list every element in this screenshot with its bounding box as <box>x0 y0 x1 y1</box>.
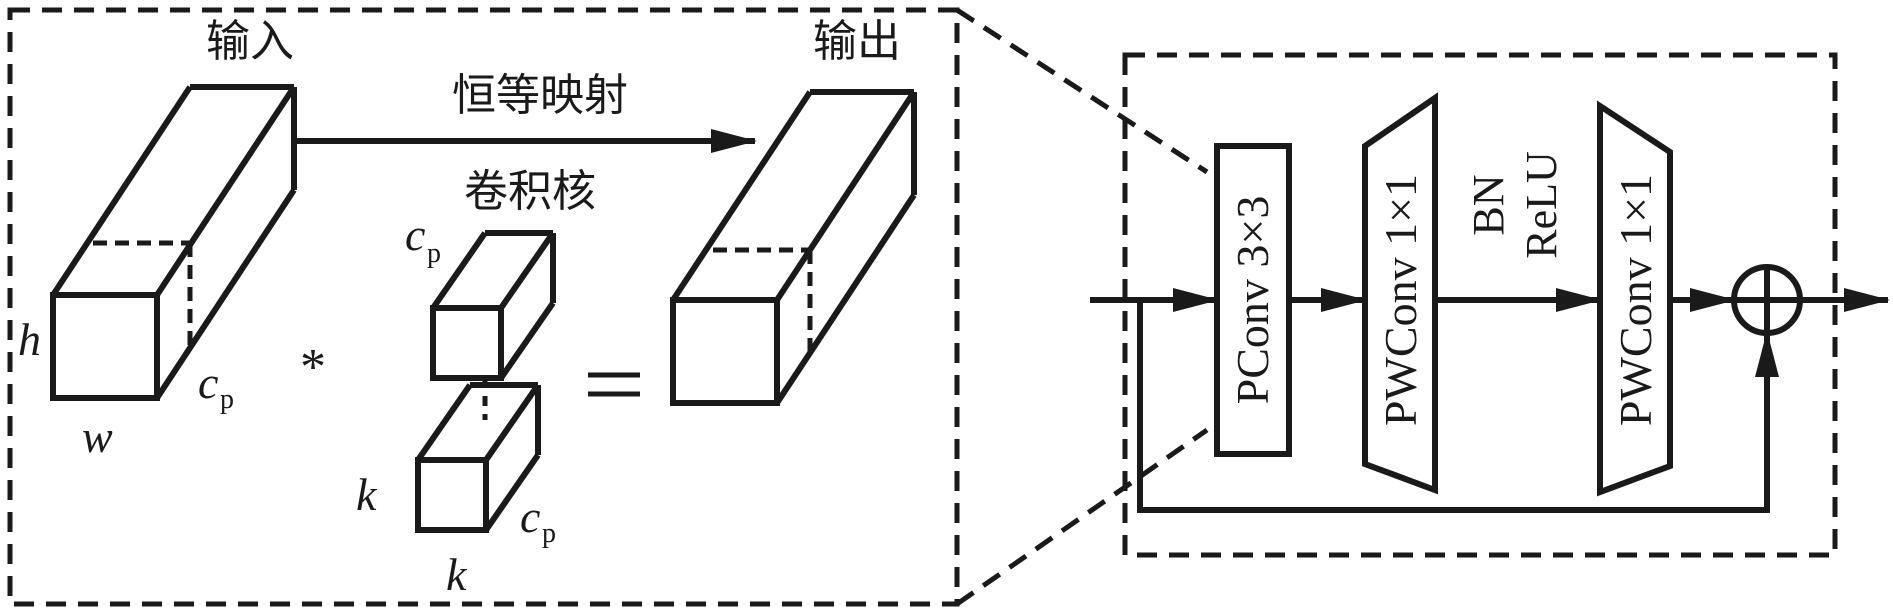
kernel-cube-top <box>430 230 556 381</box>
dim-cp-kernel-top: c p <box>405 209 441 269</box>
svg-text:p: p <box>542 518 556 549</box>
svg-text:c: c <box>520 491 540 542</box>
relu-label: ReLU <box>1517 151 1566 259</box>
pwconv2-block <box>1597 100 1673 497</box>
pwconv2-label: PWConv 1×1 <box>1610 174 1661 426</box>
dim-k-width-label: k <box>446 549 468 600</box>
pwconv1-label: PWConv 1×1 <box>1375 174 1426 426</box>
input-tensor-cube <box>50 84 297 401</box>
kernel-label: 卷积核 <box>464 166 596 217</box>
dim-cp-kernel-bottom: c p <box>520 491 556 549</box>
svg-text:c: c <box>198 357 218 408</box>
zoom-connector-bottom <box>955 427 1209 607</box>
add-operator <box>1731 264 1803 336</box>
dim-cp-input: c p <box>198 357 234 415</box>
input-label: 输入 <box>206 16 294 67</box>
dim-k-height-label: k <box>356 469 378 520</box>
pwconv1-block <box>1362 92 1438 495</box>
svg-text:p: p <box>220 384 234 415</box>
kernel-cube-bottom <box>415 382 541 533</box>
svg-text:p: p <box>427 238 441 269</box>
output-tensor-cube <box>670 89 917 406</box>
convolution-operator: * <box>300 339 326 396</box>
bn-label: BN <box>1464 174 1513 235</box>
svg-text:c: c <box>405 209 425 260</box>
identity-mapping-label: 恒等映射 <box>452 70 628 121</box>
dim-w-label: w <box>82 411 113 462</box>
skip-connection <box>1137 300 1779 513</box>
output-label: 输出 <box>813 16 901 67</box>
right-panel-border <box>1122 52 1838 558</box>
dim-h-label: h <box>18 314 41 365</box>
pconv-label: PConv 3×3 <box>1227 196 1278 405</box>
zoom-connector-top <box>955 7 1209 175</box>
